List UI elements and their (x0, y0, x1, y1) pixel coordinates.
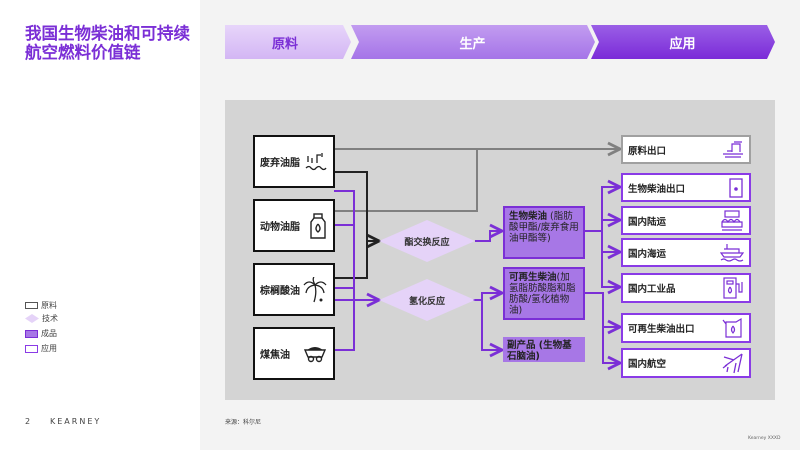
app-label: 可再生柴油出口 (628, 324, 695, 335)
app-domestic-industrial: 国内工业品 (621, 273, 751, 303)
ship-port-icon (723, 140, 743, 158)
source-animal-fat: 动物油脂 (253, 199, 335, 252)
legend-label: 技术 (42, 314, 58, 323)
oil-bottle-icon (310, 212, 326, 239)
app-domestic-aviation: 国内航空 (621, 348, 751, 378)
product-biodiesel: 生物柴油 (脂肪酸甲酯/废弃食用油甲酯等) (503, 206, 585, 259)
app-label: 生物柴油出口 (628, 183, 686, 195)
legend-application: 应用 (25, 343, 57, 354)
source-note: 来源：科尔尼 (225, 419, 262, 426)
product-name: 副产品 (生物基石脑油) (507, 340, 572, 362)
purple-line (334, 190, 379, 351)
source-label: 煤焦油 (260, 350, 290, 361)
app-label: 国内航空 (628, 359, 667, 370)
process-transesterification: 酯交换反应 (379, 220, 475, 262)
source-coal-tar: 煤焦油 (253, 327, 335, 380)
product-name: 可再生柴油 (509, 272, 557, 283)
app-biodiesel-export: 生物柴油出口 (621, 173, 751, 202)
source-palm-oil: 棕榈酸油 (253, 263, 335, 316)
process-hydrogenation: 氢化反应 (379, 279, 475, 321)
source-label: 动物油脂 (260, 222, 300, 233)
legend-label: 原料 (41, 301, 57, 310)
process-label: 氢化反应 (408, 296, 445, 307)
legend-swatch (25, 302, 38, 309)
waste-oil-icon (305, 152, 327, 170)
purple-line (585, 292, 620, 327)
product-desc: (脂肪酸甲酯/废弃食用油甲酯等) (509, 211, 579, 244)
legend-raw: 原料 (25, 300, 57, 311)
footer-code: Kearney XXXD (748, 436, 781, 441)
source-label: 废弃油脂 (260, 158, 300, 169)
app-domestic-land: 国内陆运 (621, 206, 751, 235)
source-label: 棕榈酸油 (260, 286, 300, 297)
barrel-icon (729, 177, 743, 198)
legend-product: 成品 (25, 328, 57, 339)
stage-chevron-production (351, 25, 595, 59)
legend-swatch (25, 329, 38, 338)
palm-tree-icon (303, 276, 327, 302)
app-raw-export: 原料出口 (621, 135, 751, 164)
legend-swatch (25, 314, 39, 323)
purple-line (475, 231, 502, 242)
legend-swatch (25, 344, 38, 353)
coal-cart-icon (303, 346, 327, 362)
purple-line (585, 187, 620, 232)
app-label: 原料出口 (628, 145, 667, 157)
product-renewable-diesel: 可再生柴油(加氢脂肪酸脂和脂肪酸/氢化植物油) (503, 267, 585, 320)
jerrycan-icon (722, 317, 742, 338)
page-number: 2 (25, 417, 31, 426)
fuel-pump-icon (723, 277, 743, 299)
ship-icon (720, 243, 744, 262)
stage-chevrons (225, 25, 775, 59)
left-panel (0, 0, 200, 450)
app-domestic-sea: 国内海运 (621, 238, 751, 267)
gray-line (334, 149, 478, 212)
app-label: 国内海运 (628, 248, 667, 260)
product-name: 生物柴油 (509, 211, 548, 222)
legend-tech: 技术 (25, 313, 58, 324)
page-title: 我国生物柴油和可持续航空燃料价值链 (25, 24, 190, 62)
stage-raw: 原料 (271, 36, 298, 52)
brand-logo: KEARNEY (50, 417, 102, 426)
source-waste-oil: 废弃油脂 (253, 135, 335, 188)
legend-label: 成品 (41, 329, 57, 338)
stage-chevron-raw (225, 25, 351, 59)
app-renewable-diesel-export: 可再生柴油出口 (621, 313, 751, 343)
stage-production: 生产 (459, 36, 486, 52)
product-byproduct: 副产品 (生物基石脑油) (503, 337, 585, 362)
stage-chevron-application (591, 25, 775, 59)
airplane-icon (722, 353, 743, 374)
black-line (334, 171, 379, 279)
stage-application: 应用 (669, 36, 696, 52)
app-label: 国内陆运 (628, 216, 667, 228)
product-desc: (加氢脂肪酸脂和脂肪酸/氢化植物油) (509, 272, 576, 316)
truck-icon (721, 209, 743, 231)
app-label: 国内工业品 (628, 284, 676, 295)
purple-line (481, 300, 502, 350)
process-label: 酯交换反应 (404, 237, 450, 248)
legend-label: 应用 (41, 344, 57, 353)
